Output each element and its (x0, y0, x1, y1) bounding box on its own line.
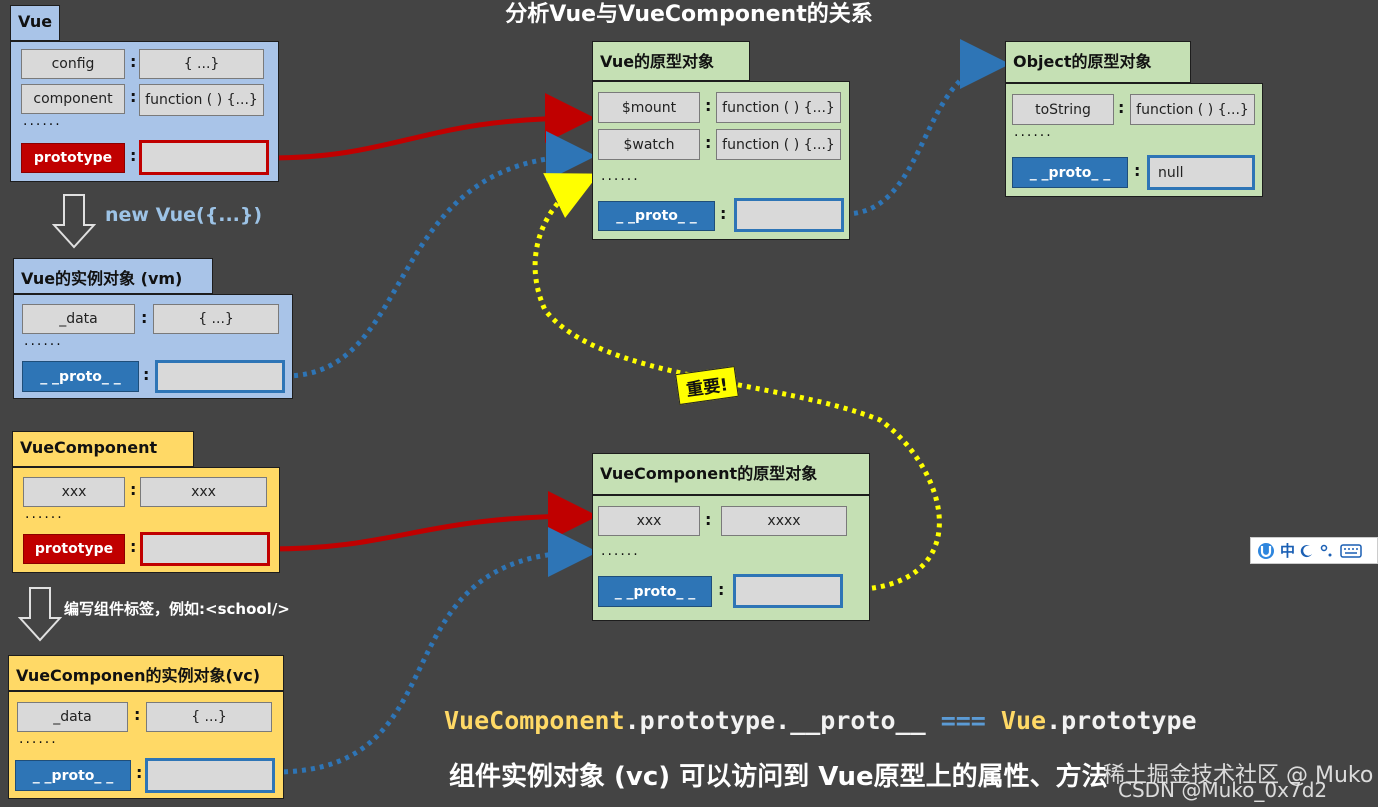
new-vue-label: new Vue({...}) (105, 204, 263, 226)
vm-tab: Vue的实例对象 (vm) (13, 258, 213, 294)
vue-proto-proto-key: _ _proto_ _ (598, 201, 715, 231)
formula-vue: Vue (1000, 706, 1047, 735)
vc-ctor-xxx-value: xxx (140, 477, 267, 507)
vue-component-key: component (21, 84, 125, 114)
vc-proto-key: _ _proto_ _ (15, 760, 131, 791)
watermark-csdn: CSDN @Muko_0x7d2 (1118, 778, 1328, 802)
vue-component-value: function ( ) {...} (139, 84, 264, 116)
object-proto-proto-colon: : (1134, 161, 1141, 180)
vc-proto-obj-ellipsis: ······ (601, 547, 640, 563)
object-proto-tostring-key: toString (1012, 94, 1114, 125)
object-proto-tostring-colon: : (1118, 98, 1125, 117)
vue-proto-watch-key: $watch (598, 129, 700, 160)
down-arrow-icon (18, 587, 62, 642)
formula-vuecomponent: VueComponent (444, 706, 625, 735)
vm-data-key: _data (22, 304, 135, 334)
vc-proto-obj-proto-colon: : (718, 580, 725, 599)
object-proto-tostring-value: function ( ) {...} (1130, 94, 1255, 125)
object-proto-ellipsis: ······ (1014, 128, 1053, 144)
vue-proto-mount-value: function ( ) {...} (716, 92, 841, 123)
vc-proto-obj-proto-key: _ _proto_ _ (598, 576, 712, 607)
vc-proto-arrow (274, 527, 598, 775)
vc-proto-obj-tab: VueComponent的原型对象 (592, 453, 870, 495)
vc-ctor-prototype-key: prototype (23, 534, 125, 564)
formula: VueComponent.prototype.__proto__ === Vue… (444, 706, 1197, 735)
vc-ctor-tab: VueComponent (12, 431, 194, 467)
vc-ctor-prototype-colon: : (130, 537, 137, 556)
vue-component-colon: : (130, 87, 137, 106)
vm-proto-value (155, 360, 285, 393)
vue-proto-to-object-arrow (844, 39, 1010, 217)
vc-proto-colon: : (136, 763, 143, 782)
vc-data-value: { ...} (146, 702, 272, 732)
watermark-juejin: 稀土掘金技术社区 @ Muko (1103, 763, 1374, 788)
vue-proto-watch-value: function ( ) {...} (716, 129, 841, 160)
vue-tab: Vue (10, 5, 60, 41)
vc-ctor-ellipsis: ······ (25, 510, 64, 526)
object-proto-proto-key: _ _proto_ _ (1012, 157, 1128, 188)
vm-proto-key: _ _proto_ _ (22, 361, 139, 392)
vc-proto-obj-xxx-key: xxx (598, 506, 700, 536)
write-tag-label: 编写组件标签，例如:<school/> (64, 600, 290, 618)
vue-ellipsis: ······ (23, 117, 62, 133)
punctuation-icon[interactable] (1319, 543, 1335, 559)
vc-proto-obj-proto-value (733, 574, 843, 608)
moon-icon[interactable] (1300, 544, 1314, 558)
vue-proto-mount-colon: : (705, 96, 712, 115)
vm-proto-colon: : (143, 365, 150, 384)
vc-proto-obj-xxx-colon: : (705, 510, 712, 529)
vm-data-value: { ...} (153, 304, 279, 334)
vc-data-colon: : (134, 705, 141, 724)
vue-prototype-key: prototype (21, 143, 125, 173)
vc-ctor-prototype-value (140, 532, 270, 566)
keyboard-icon[interactable] (1340, 543, 1362, 558)
vc-proto-obj-xxx-value: xxxx (721, 506, 847, 536)
ime-logo-icon[interactable] (1257, 542, 1275, 560)
vue-proto-watch-colon: : (705, 133, 712, 152)
vc-tab: VueComponen的实例对象(vc) (8, 655, 284, 691)
vm-ellipsis: ······ (24, 337, 63, 353)
formula-prototype: .prototype (1046, 706, 1197, 735)
vm-proto-arrow (284, 131, 596, 379)
vue-config-key: config (21, 49, 125, 79)
vc-ellipsis: ······ (19, 735, 58, 751)
vue-proto-proto-value (734, 198, 844, 232)
conclusion-statement: 组件实例对象 (vc) 可以访问到 Vue原型上的属性、方法 (449, 762, 1108, 792)
down-arrow-icon (52, 194, 96, 249)
vue-prototype-arrow (268, 93, 595, 161)
vc-ctor-xxx-colon: : (130, 480, 137, 499)
vue-proto-mount-key: $mount (598, 92, 700, 123)
formula-prototype-proto: .prototype.__proto__ (624, 706, 926, 735)
object-proto-tab: Object的原型对象 (1005, 41, 1191, 83)
ime-toolbar[interactable]: 中 (1250, 537, 1378, 564)
vc-proto-value (145, 758, 275, 793)
object-proto-proto-value: null (1147, 155, 1255, 190)
vm-data-colon: : (141, 308, 148, 327)
vue-proto-proto-colon: : (720, 204, 727, 223)
vue-config-colon: : (130, 52, 137, 71)
vue-prototype-value (139, 140, 269, 175)
vue-proto-tab: Vue的原型对象 (592, 41, 750, 81)
diagram-title: 分析Vue与VueComponent的关系 (505, 2, 873, 27)
vc-data-key: _data (17, 702, 128, 732)
vc-ctor-prototype-arrow (268, 491, 598, 552)
vc-ctor-xxx-key: xxx (23, 477, 125, 507)
vue-config-value: { ...} (139, 49, 264, 79)
vue-proto-ellipsis: ······ (601, 172, 640, 188)
ime-mode-label[interactable]: 中 (1280, 542, 1296, 560)
formula-equals: === (925, 706, 1001, 735)
vue-prototype-colon: : (130, 146, 137, 165)
